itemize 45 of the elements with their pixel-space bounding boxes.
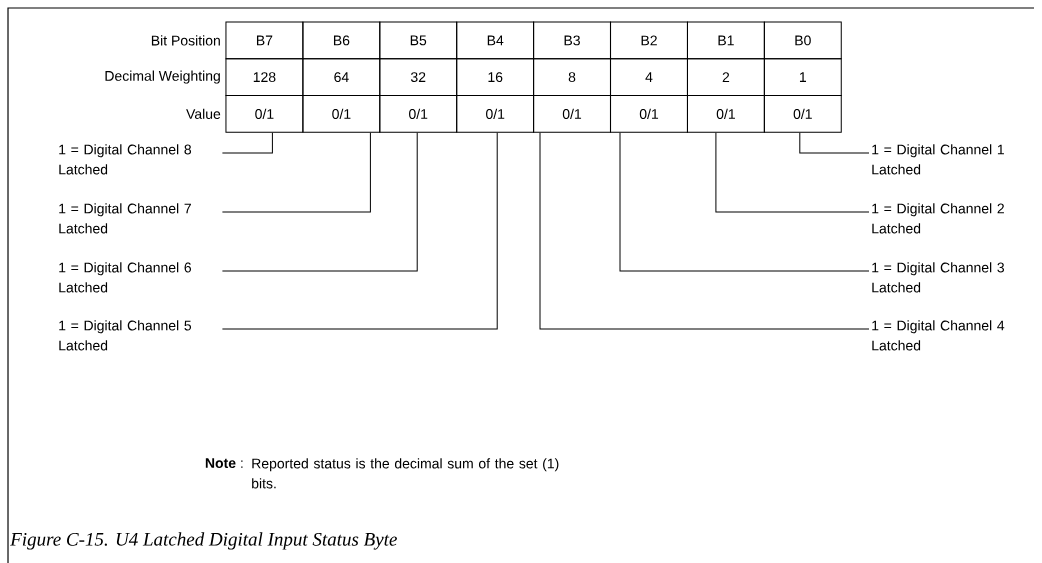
table-cell: 0/1 [379, 94, 458, 133]
note-text: Reported status is the decimal sum of the set (1) bits. [252, 458, 559, 489]
table-cell: 64 [302, 58, 381, 96]
table-cell: 128 [225, 58, 304, 96]
table-cell: B5 [379, 21, 458, 60]
table-cell: B4 [456, 21, 535, 60]
leader-line [539, 132, 870, 330]
channel-label: 1 = Digital Channel 2 Latched [872, 203, 1004, 234]
table-cell: 0/1 [533, 94, 611, 133]
channel-label: 1 = Digital Channel 7 Latched [59, 203, 191, 234]
leader-line [221, 132, 273, 154]
leader-line [221, 132, 498, 330]
table-cell: 16 [456, 58, 535, 96]
figure-caption: Figure C-15. U4 Latched Digital Input Status Byte [10, 532, 397, 550]
table-cell: B0 [763, 21, 842, 60]
channel-label: 1 = Digital Channel 3 Latched [872, 262, 1004, 293]
table-cell: 4 [610, 58, 688, 96]
row-header: Decimal Weighting [105, 70, 220, 84]
table-cell: 32 [379, 58, 458, 96]
channel-label: 1 = Digital Channel 5 Latched [59, 320, 192, 351]
channel-label: 1 = Digital Channel 4 Latched [872, 320, 1005, 351]
leader-line [221, 132, 371, 213]
table-cell: 0/1 [302, 94, 381, 133]
table-cell: 2 [686, 58, 765, 96]
table-cell: 1 [763, 58, 842, 96]
leader-line [715, 132, 870, 213]
channel-label: 1 = Digital Channel 1 Latched [872, 144, 1004, 175]
table-cell: 0/1 [456, 94, 535, 133]
table-cell: B1 [686, 21, 765, 60]
table-cell: 0/1 [686, 94, 765, 133]
channel-label: 1 = Digital Channel 6 Latched [59, 262, 191, 293]
table-cell: 0/1 [763, 94, 842, 133]
table-cell: 0/1 [610, 94, 688, 133]
table-cell: B6 [302, 21, 381, 60]
table-cell: B2 [610, 21, 688, 60]
table-cell: B7 [225, 21, 304, 60]
row-header: Bit Position [151, 35, 220, 46]
leader-line [221, 132, 418, 272]
leader-line [799, 132, 870, 154]
table-cell: 8 [533, 58, 611, 96]
table-cell: 0/1 [225, 94, 304, 133]
channel-label: 1 = Digital Channel 8 Latched [59, 144, 192, 175]
table-cell: B3 [533, 21, 611, 60]
note-label: Note : [205, 458, 243, 468]
leader-line [619, 132, 870, 272]
